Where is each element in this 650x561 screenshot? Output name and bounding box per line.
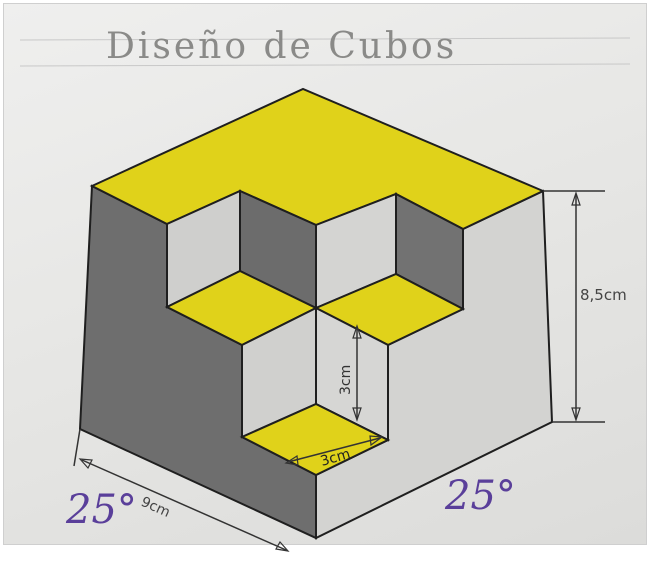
guide-line xyxy=(19,37,631,41)
arrowhead xyxy=(78,458,93,470)
arrowhead xyxy=(352,407,362,422)
dim-extension-depth xyxy=(73,428,81,467)
arrowhead xyxy=(571,407,581,422)
dim-line-depth xyxy=(81,459,287,551)
arrowhead xyxy=(571,191,581,206)
dim-line-step-width xyxy=(287,437,381,463)
guide-line xyxy=(19,63,631,67)
top-face xyxy=(89,87,546,231)
arrowhead xyxy=(275,540,290,552)
dim-height-label: 8,5cm xyxy=(580,286,627,304)
dim-step-height-label: 3cm xyxy=(338,365,354,395)
angle-left-label: 25° xyxy=(66,487,137,533)
arrowhead xyxy=(369,435,384,447)
angle-right-label: 25° xyxy=(445,473,516,519)
arrowhead xyxy=(352,324,362,339)
step-top-bottom xyxy=(239,402,391,477)
arrowhead xyxy=(284,454,299,466)
drawing-title: Diseño de Cubos xyxy=(106,26,458,67)
